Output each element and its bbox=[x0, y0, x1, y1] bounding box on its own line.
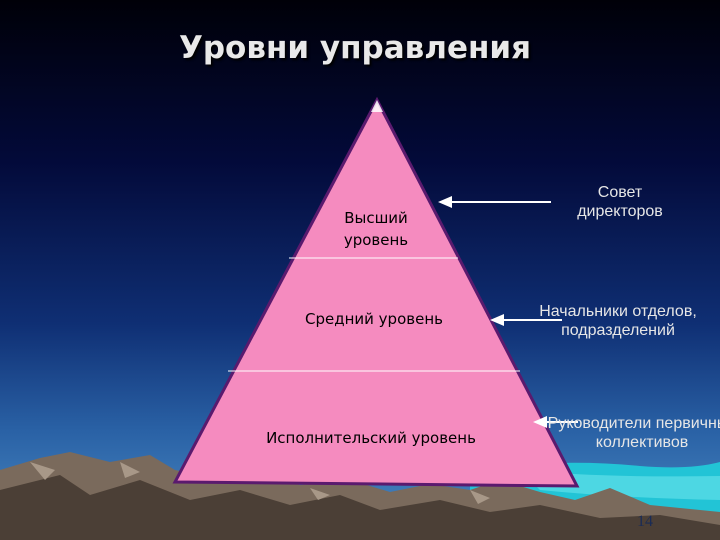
level-middle-label: Средний уровень bbox=[305, 310, 443, 328]
annotation-top: Совет директоров bbox=[577, 184, 663, 220]
annotation-middle: Начальники отделов, подразделений bbox=[539, 303, 697, 339]
level-bottom-label: Исполнительский уровень bbox=[266, 429, 476, 447]
level-top-label: Высший уровень bbox=[343, 209, 409, 249]
mountains-shadow bbox=[0, 475, 720, 540]
pyramid bbox=[172, 96, 580, 488]
arrow-top bbox=[438, 196, 551, 208]
arrow-middle bbox=[490, 314, 562, 326]
page-number: 14 bbox=[637, 513, 653, 530]
pyramid-top-accent bbox=[371, 100, 383, 112]
arrow-bottom bbox=[533, 416, 578, 428]
slide-title: Уровни управления bbox=[178, 30, 532, 66]
annotation-bottom: Руководители первичных коллективов bbox=[547, 415, 720, 451]
